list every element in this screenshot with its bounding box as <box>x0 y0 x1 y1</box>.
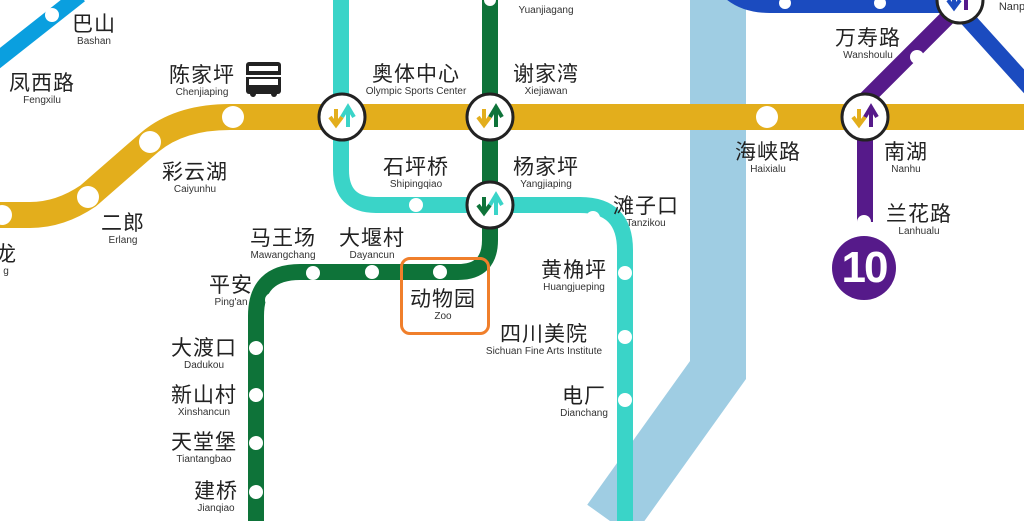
line-blue <box>727 0 1024 94</box>
line-green <box>248 0 498 521</box>
station-dots <box>0 0 924 499</box>
interchange-icons <box>317 0 985 230</box>
station-yuanjiagang[interactable]: Yuanjiagang <box>518 5 574 16</box>
bus-icon <box>246 62 281 97</box>
line-teal <box>333 0 633 521</box>
line-lightblue <box>0 0 85 69</box>
station-nanping[interactable]: Nanp <box>998 1 1024 13</box>
zoo-highlight <box>400 257 490 335</box>
line-10-badge[interactable]: 10 <box>832 236 896 300</box>
